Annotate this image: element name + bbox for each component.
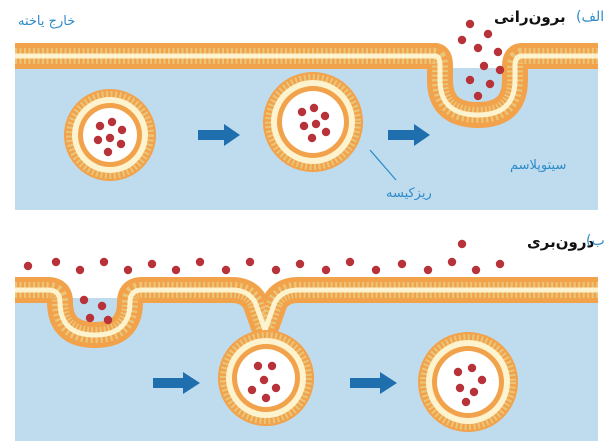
- cargo-particle: [472, 266, 480, 274]
- cargo-particle: [346, 258, 354, 266]
- cargo-particle: [272, 384, 280, 392]
- cargo-particle: [468, 364, 476, 372]
- cargo-particle: [260, 376, 268, 384]
- cargo-particle: [312, 120, 320, 128]
- vesicle-label: ریزکیسه: [386, 186, 432, 201]
- cargo-particle: [222, 266, 230, 274]
- cargo-particle: [298, 108, 306, 116]
- cargo-particle: [474, 44, 482, 52]
- cargo-particle: [262, 394, 270, 402]
- cargo-particle: [308, 134, 316, 142]
- cargo-particle: [76, 266, 84, 274]
- cargo-particle: [124, 266, 132, 274]
- cargo-particle: [494, 48, 502, 56]
- cargo-particle: [466, 76, 474, 84]
- panel-a-title: برون‌رانی: [494, 8, 566, 26]
- panel-a-letter: الف): [576, 9, 604, 25]
- panel-b-free-vesicle: [418, 332, 518, 432]
- cargo-particle: [246, 258, 254, 266]
- panel-b-title: درون‌بری: [527, 233, 594, 251]
- cargo-particle: [248, 386, 256, 394]
- cargo-particle: [398, 260, 406, 268]
- cargo-particle: [80, 296, 88, 304]
- cargo-particle: [104, 148, 112, 156]
- cargo-particle: [94, 136, 102, 144]
- cargo-particle: [496, 260, 504, 268]
- cargo-particle: [484, 30, 492, 38]
- cargo-particle: [462, 398, 470, 406]
- cargo-particle: [104, 316, 112, 324]
- cargo-particle: [117, 140, 125, 148]
- cargo-particle: [24, 262, 32, 270]
- cargo-particle: [268, 362, 276, 370]
- cargo-particle: [254, 362, 262, 370]
- cargo-particle: [496, 66, 504, 74]
- cargo-particle: [322, 128, 330, 136]
- cargo-particle: [454, 368, 462, 376]
- panel-a: [15, 20, 598, 210]
- cargo-particle: [272, 266, 280, 274]
- cargo-particle: [372, 266, 380, 274]
- cargo-particle: [478, 376, 486, 384]
- cargo-particle: [300, 122, 308, 130]
- cargo-particle: [321, 112, 329, 120]
- cargo-particle: [480, 62, 488, 70]
- cargo-particle: [424, 266, 432, 274]
- cargo-particle: [458, 36, 466, 44]
- cargo-particle: [474, 92, 482, 100]
- cargo-particle: [458, 240, 466, 248]
- outside-cell-label: خارج یاخته: [18, 14, 75, 29]
- cargo-particle: [100, 258, 108, 266]
- cargo-particle: [466, 20, 474, 28]
- cargo-particle: [96, 122, 104, 130]
- cargo-particle: [172, 266, 180, 274]
- cargo-particle: [118, 126, 126, 134]
- cargo-particle: [296, 260, 304, 268]
- cargo-particle: [52, 258, 60, 266]
- cargo-particle: [86, 314, 94, 322]
- cytoplasm-label: سیتوپلاسم: [510, 158, 566, 173]
- cargo-particle: [108, 118, 116, 126]
- cargo-particle: [106, 134, 114, 142]
- cargo-particle: [470, 388, 478, 396]
- cargo-particle: [448, 258, 456, 266]
- cargo-particle: [456, 384, 464, 392]
- panel-b: [15, 240, 598, 441]
- cargo-particle: [322, 266, 330, 274]
- cargo-particle: [486, 80, 494, 88]
- cargo-particle: [98, 302, 106, 310]
- cargo-particle: [196, 258, 204, 266]
- cargo-particle: [310, 104, 318, 112]
- cargo-particle: [148, 260, 156, 268]
